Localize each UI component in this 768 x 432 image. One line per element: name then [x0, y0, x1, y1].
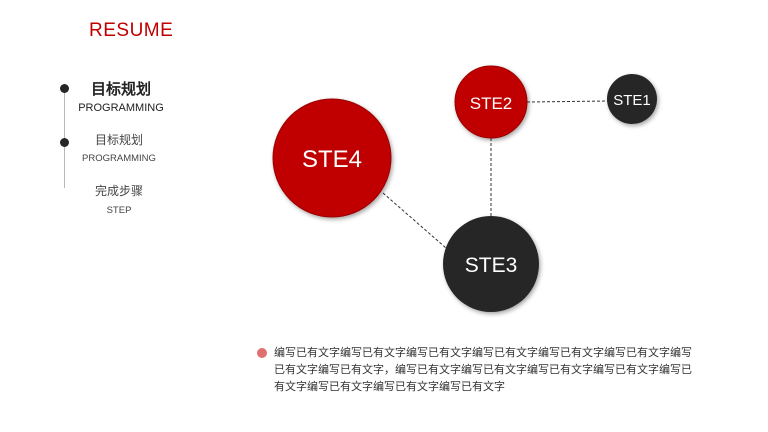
node-ste1-label: STE1 [613, 92, 651, 109]
caption-text: 编写已有文字编写已有文字编写已有文字编写已有文字编写已有文字编写已有文字编写已有… [274, 347, 692, 393]
connector-ste2-ste1 [526, 100, 609, 103]
nav-item-en-label: PROGRAMMING [82, 153, 156, 164]
node-ste1[interactable]: STE1 [607, 74, 657, 124]
nav-item-cn-label: 目标规划 [90, 81, 151, 98]
nav-dot-1 [60, 84, 69, 93]
nav-item-programming[interactable]: 目标规划 PROGRAMMING [64, 131, 174, 164]
connector-ste4-ste3 [382, 192, 447, 249]
node-ste3[interactable]: STE3 [443, 216, 539, 312]
nav-item-en-label: PROGRAMMING [78, 102, 164, 114]
nav-item-cn-label: 目标规划 [94, 133, 143, 147]
nav-item-step[interactable]: 完成步骤 STEP [64, 182, 174, 216]
nav-dot-2 [60, 138, 69, 147]
caption-bullet-icon [257, 348, 267, 358]
node-ste2-circle [454, 65, 528, 139]
node-ste2-label: STE2 [470, 94, 513, 113]
node-ste4-label: STE4 [302, 146, 362, 173]
node-ste3-label: STE3 [465, 254, 518, 277]
node-ste3-circle [443, 216, 539, 312]
nav-item-en-label: STEP [106, 205, 132, 216]
nav-item-cn-label: 完成步骤 [94, 184, 143, 198]
node-ste2[interactable]: STE2 [454, 65, 528, 139]
node-ste4-circle [272, 98, 392, 218]
node-ste4[interactable]: STE4 [272, 98, 392, 218]
node-ste1-circle [607, 74, 657, 124]
nav-item-programming-active[interactable]: 目标规划 PROGRAMMING [66, 78, 176, 114]
page-title: RESUME [89, 20, 174, 41]
